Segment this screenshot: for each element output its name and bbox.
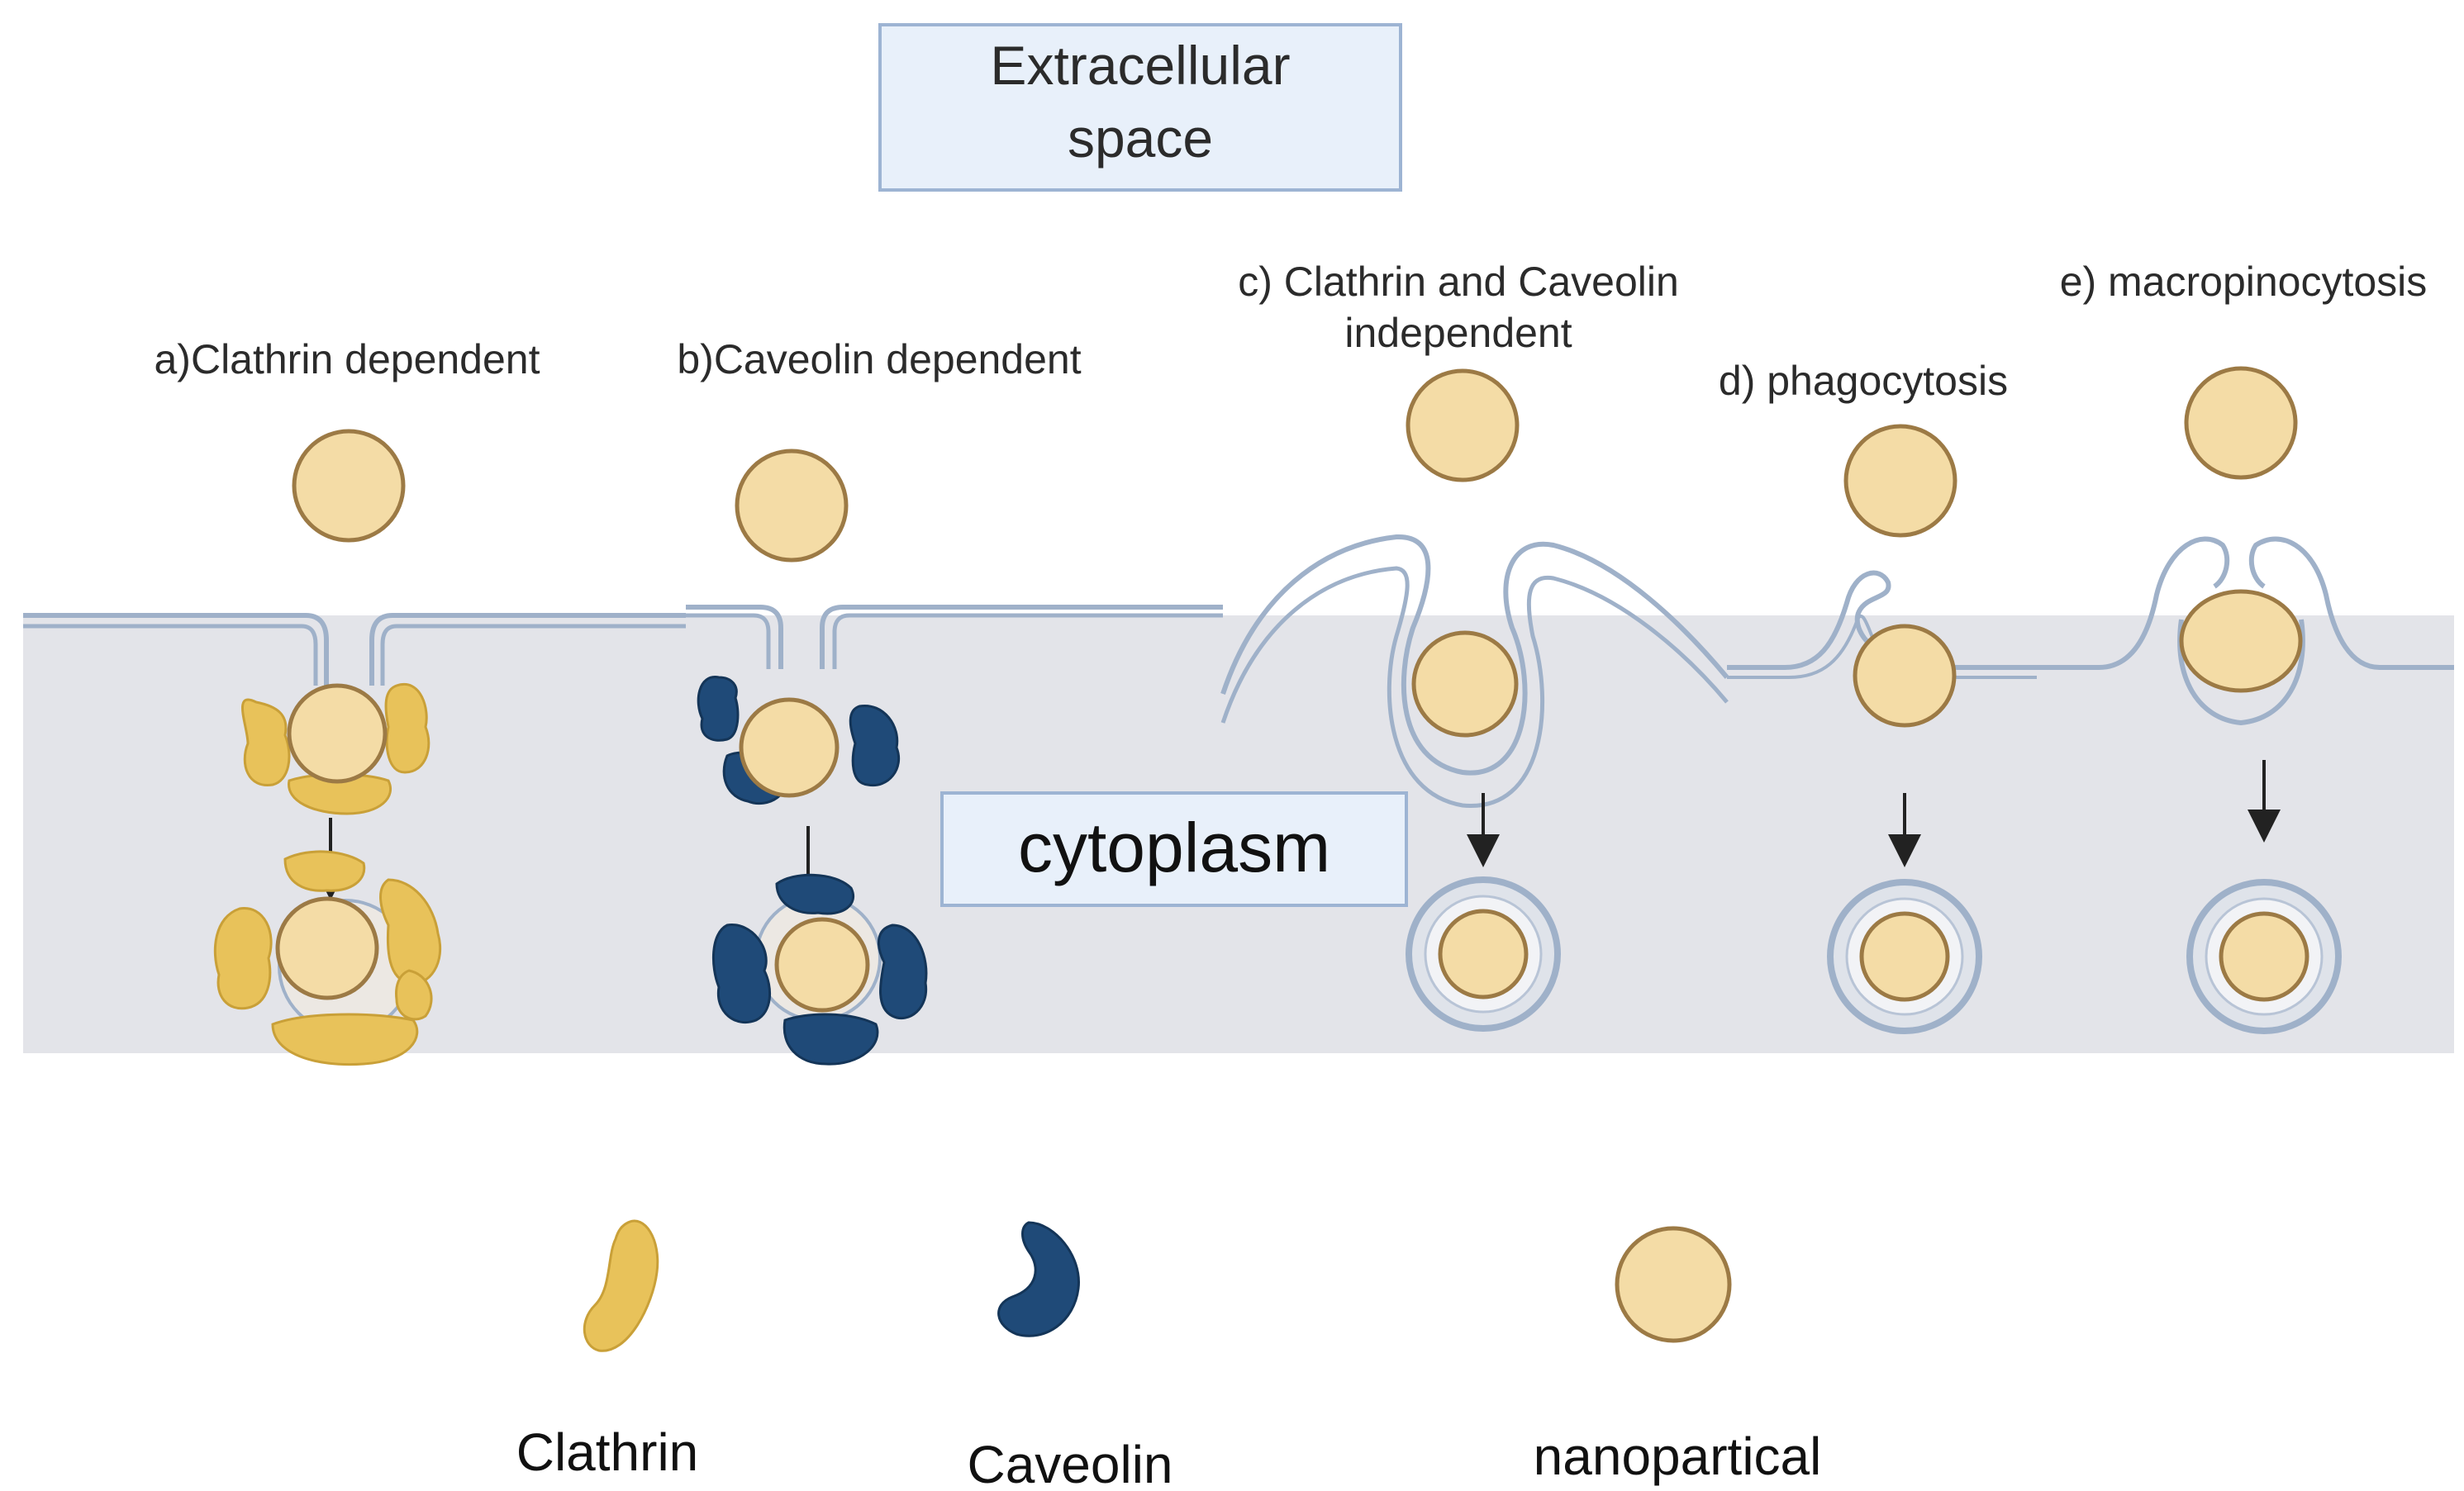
nanoparticle	[774, 917, 870, 1013]
nanoparticle	[2184, 366, 2298, 480]
cytoplasm-label-box: cytoplasm	[940, 791, 1408, 907]
cell-membrane	[1220, 534, 1729, 776]
caveolin-icon	[997, 1221, 1080, 1337]
nanoparticle	[2219, 911, 2309, 1002]
nanoparticle	[735, 449, 849, 563]
cytoplasm-label: cytoplasm	[1018, 809, 1330, 886]
legend: Clathrin Caveolin nanopartical	[516, 1219, 1822, 1491]
panel-d-phagocytosis: d) phagocytosis	[1719, 358, 2037, 1034]
legend-label-nanoparticle: nanopartical	[1534, 1427, 1822, 1486]
nanoparticle	[275, 896, 379, 1000]
nanoparticle	[1843, 424, 1957, 538]
pathway-label-b: b)Caveolin dependent	[677, 336, 1081, 382]
pathway-label-e: e) macropinocytosis	[2060, 259, 2428, 305]
pathway-label-a: a)Clathrin dependent	[155, 336, 540, 382]
cell-membrane	[686, 605, 1223, 669]
pathway-label-c-line2: independent	[1344, 310, 1572, 356]
cell-membrane	[23, 613, 686, 686]
panel-e-macropinocytosis: e) macropinocytosis	[2037, 259, 2454, 1034]
nanoparticle	[1853, 624, 1957, 728]
extracellular-label-line1: Extracellular	[990, 35, 1290, 96]
extracellular-space-box: Extracellular space	[878, 23, 1402, 192]
nanoparticle	[739, 697, 840, 798]
extracellular-label-line2: space	[1068, 107, 1213, 169]
panel-c-independent: c) Clathrin and Caveolin independent	[1220, 259, 1729, 1032]
nanoparticle	[1406, 368, 1520, 482]
cell-membrane	[2037, 536, 2454, 670]
panel-b-caveolin-dependent: b)Caveolin dependent	[653, 336, 1223, 1066]
nanoparticle	[1438, 909, 1529, 1000]
nanoparticle	[2179, 589, 2303, 693]
pathway-label-d: d) phagocytosis	[1719, 358, 2008, 404]
pathway-label-c-line1: c) Clathrin and Caveolin	[1238, 259, 1679, 305]
legend-item-clathrin: Clathrin	[516, 1219, 699, 1482]
legend-item-caveolin: Caveolin	[967, 1221, 1173, 1491]
legend-item-nanoparticle: nanopartical	[1534, 1226, 1822, 1486]
panel-a-clathrin-dependent: a)Clathrin dependent	[23, 336, 686, 1066]
nanoparticle-icon	[1615, 1226, 1732, 1343]
nanoparticle	[287, 683, 388, 784]
legend-label-clathrin: Clathrin	[516, 1422, 699, 1482]
nanoparticle	[1411, 630, 1519, 738]
clathrin-icon	[583, 1219, 659, 1352]
nanoparticle	[292, 429, 406, 543]
legend-label-caveolin: Caveolin	[967, 1435, 1173, 1491]
nanoparticle	[1859, 911, 1950, 1002]
